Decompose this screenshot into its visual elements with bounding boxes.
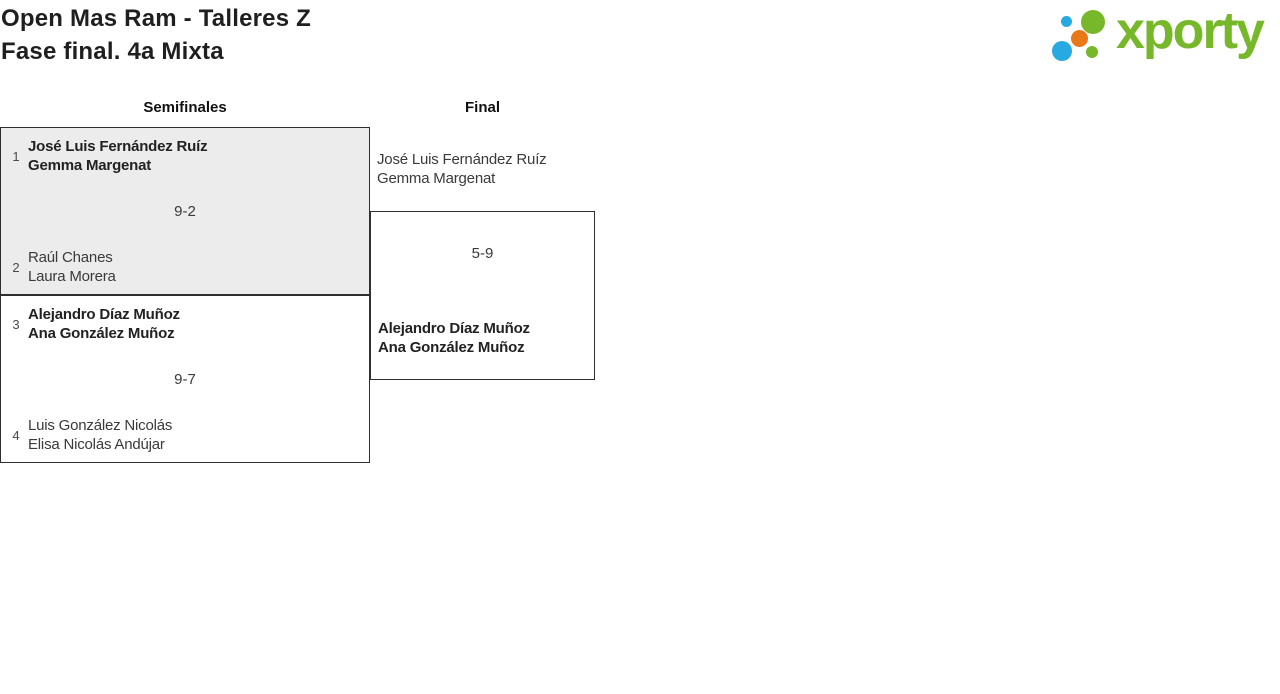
team-row: 2 Raúl Chanes Laura Morera [1, 248, 369, 286]
final-score: 5-9 [471, 245, 494, 262]
team-row: 4 Luis González Nicolás Elisa Nicolás An… [1, 416, 369, 454]
team-names: José Luis Fernández Ruíz Gemma Margenat [28, 137, 208, 175]
team-names: Raúl Chanes Laura Morera [28, 248, 116, 286]
logo-dot-blue-large-icon [1052, 41, 1072, 61]
seed-number: 3 [12, 316, 20, 332]
player-name: Gemma Margenat [377, 170, 496, 187]
player-name: Luis González Nicolás [28, 417, 173, 434]
player-name: José Luis Fernández Ruíz [28, 138, 208, 155]
tournament-subtitle: Fase final. 4a Mixta [1, 38, 224, 65]
player-name: Elisa Nicolás Andújar [28, 436, 165, 453]
seed-number: 2 [12, 259, 20, 275]
player-name: Laura Morera [28, 268, 116, 285]
round-header-semifinals: Semifinales [143, 99, 227, 116]
final-team-top: José Luis Fernández Ruíz Gemma Margenat [377, 150, 547, 188]
seed-number: 1 [12, 148, 20, 164]
logo-wordmark: xporty [1116, 2, 1265, 60]
logo-dot-green-small-icon [1086, 46, 1098, 58]
final-team-bottom: Alejandro Díaz Muñoz Ana González Muñoz [378, 319, 530, 357]
match-semifinal-1: 1 José Luis Fernández Ruíz Gemma Margena… [0, 127, 370, 295]
tournament-title: Open Mas Ram - Talleres Z [1, 5, 311, 32]
team-row: 1 José Luis Fernández Ruíz Gemma Margena… [1, 137, 369, 175]
match-score: 9-2 [174, 203, 196, 220]
player-name: Alejandro Díaz Muñoz [28, 306, 180, 323]
match-semifinal-2: 3 Alejandro Díaz Muñoz Ana González Muño… [0, 295, 370, 463]
page-title-block: Open Mas Ram - Talleres Z Fase final. 4a… [1, 2, 311, 68]
team-row: 3 Alejandro Díaz Muñoz Ana González Muño… [1, 305, 369, 343]
player-name: Ana González Muñoz [28, 325, 175, 342]
logo-dot-blue-small-icon [1061, 16, 1072, 27]
xporty-logo[interactable]: xporty [1045, 0, 1280, 72]
player-name: José Luis Fernández Ruíz [377, 151, 547, 168]
player-name: Gemma Margenat [28, 157, 152, 174]
logo-dot-green-large-icon [1081, 10, 1105, 34]
team-names: Alejandro Díaz Muñoz Ana González Muñoz [28, 305, 180, 343]
round-header-final: Final [464, 99, 500, 116]
team-names: Luis González Nicolás Elisa Nicolás Andú… [28, 416, 172, 454]
match-score: 9-7 [174, 371, 196, 388]
match-final: 5-9 Alejandro Díaz Muñoz Ana González Mu… [370, 211, 595, 380]
player-name: Raúl Chanes [28, 249, 113, 266]
seed-number: 4 [12, 427, 20, 443]
player-name: Alejandro Díaz Muñoz [378, 320, 530, 337]
player-name: Ana González Muñoz [378, 339, 525, 356]
logo-dot-orange-icon [1071, 30, 1088, 47]
